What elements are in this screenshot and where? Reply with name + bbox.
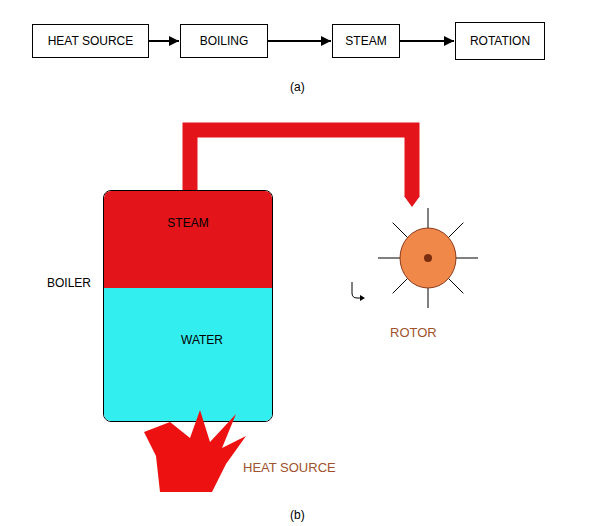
rotor-hub [424, 254, 432, 262]
boiler-vessel: BOILERSTEAMWATER [103, 190, 273, 422]
heat-source-flame: HEAT SOURCE [140, 408, 250, 494]
part-label: (a) [290, 80, 305, 94]
node-text: ROTATION [470, 34, 530, 48]
node-text: STEAM [104, 216, 272, 230]
rotor-spoke [393, 223, 464, 294]
node-text: BOILING [200, 34, 249, 48]
node-text: HEAT SOURCE [243, 461, 336, 475]
flame-outline [140, 408, 250, 494]
rotation-indicator [352, 282, 365, 301]
node-text: BOILER [47, 276, 91, 290]
edge-layer [149, 41, 454, 196]
rotor-spoke [393, 223, 464, 294]
process-box: BOILING [180, 24, 268, 58]
node-text: ROTOR [390, 326, 437, 340]
process-box: ROTATION [455, 22, 545, 60]
flow-arrow [149, 40, 179, 42]
flow-arrow [268, 40, 331, 42]
process-box: HEAT SOURCE [32, 24, 149, 58]
rotor-wheel: ROTOR [366, 196, 490, 320]
process-box: STEAM [332, 24, 400, 58]
flame-shape [144, 410, 246, 492]
flow-arrow [400, 40, 454, 42]
rotor-disc [400, 228, 456, 288]
node-text: HEAT SOURCE [48, 34, 134, 48]
part-label: (b) [290, 508, 305, 522]
node-text: WATER [118, 333, 286, 347]
rotor-outline [366, 196, 490, 320]
water-region: WATER [104, 288, 272, 421]
steam-region: STEAM [104, 191, 272, 288]
steam-nozzle [404, 196, 420, 207]
node-text: STEAM [345, 34, 386, 48]
steam-pipe [190, 130, 412, 196]
